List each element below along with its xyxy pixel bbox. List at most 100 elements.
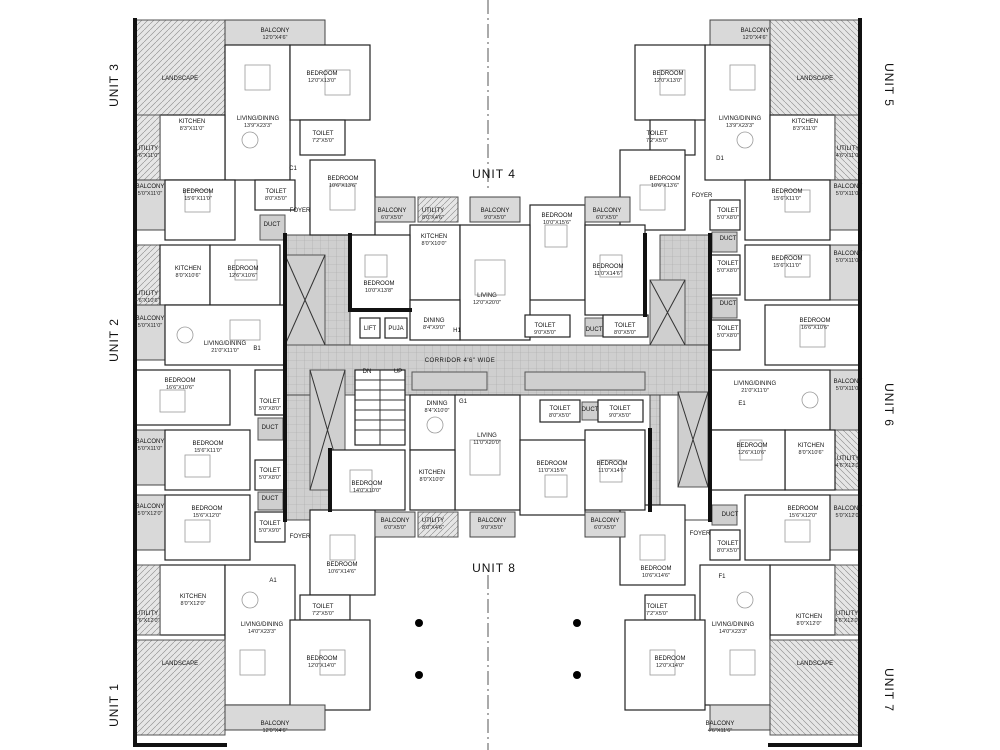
room-dimension: 5'0"X8'0" (259, 406, 281, 412)
room-name: BALCONY (136, 439, 165, 445)
room-name: UTILITY (836, 611, 858, 617)
unit-label: UNIT 5 (882, 63, 896, 107)
room-dimension: 4'6"X10'6" (135, 298, 160, 304)
room-name: BEDROOM (191, 506, 222, 512)
room-name: LIVING (477, 433, 497, 439)
room-name: BALCONY (378, 208, 407, 214)
room-dimension: 15'6"X11'0" (184, 196, 212, 202)
room-name: B1 (253, 346, 261, 352)
bedroom-unit1-b (164, 494, 251, 561)
room-name: LANDSCAPE (162, 76, 198, 82)
room-dimension: 11'0"X14'6" (598, 468, 626, 474)
room-name: F1 (718, 574, 726, 580)
room-dimension: 8'4"X9'0" (423, 325, 445, 331)
room-name: UTILITY (837, 146, 859, 152)
toilet-unit1-b (254, 511, 286, 543)
corridor-label: CORRIDOR 4'6" WIDE (425, 358, 496, 364)
landscape-unit3 (134, 19, 226, 116)
room-name: E1 (738, 401, 746, 407)
room-name: KITCHEN (792, 119, 818, 125)
room-dimension: 8'3"X11'0" (793, 126, 818, 132)
room-name: BEDROOM (227, 266, 258, 272)
room-dimension: 8'4"X10'0" (425, 408, 450, 414)
room-dimension: 5'0"X12'0" (836, 513, 861, 519)
room-name: BEDROOM (192, 441, 223, 447)
room-dimension: 15'6"X11'0" (773, 196, 801, 202)
room-name: LIVING (477, 293, 497, 299)
column-dot (573, 619, 581, 627)
bedroom-unit2-b (134, 369, 231, 426)
room-name: FOYER (692, 193, 713, 199)
room-name: DUCT (262, 496, 279, 502)
corridor-core: LIFT PUJA DN UP CORRIDOR 4'6" WIDE (284, 234, 711, 521)
room-name: TOILET (718, 541, 739, 547)
corridor-band-left (411, 371, 488, 391)
center-units (329, 196, 649, 538)
room-name: BEDROOM (306, 656, 337, 662)
room-name: UTILITY (136, 611, 158, 617)
room-name: LANDSCAPE (797, 661, 833, 667)
room-name: D1 (716, 156, 724, 162)
bedroom-unit1-c (309, 509, 376, 596)
room-dimension: 8'3"X11'0" (180, 126, 205, 132)
utility-unit1 (134, 564, 161, 636)
room-dimension: 5'0"X8'0" (717, 268, 739, 274)
room-dimension: 12'6"X10'6" (738, 450, 766, 456)
room-name: BALCONY (834, 506, 863, 512)
unit-label: UNIT 4 (472, 167, 516, 181)
room-name: BALCONY (136, 316, 165, 322)
room-dimension: 9'0"X5'0" (484, 215, 506, 221)
room-name: G1 (459, 399, 468, 405)
corridor-main (284, 344, 711, 396)
room-dimension: 8'0"X10'0" (420, 477, 445, 483)
bedroom-unit1-a (164, 429, 251, 491)
room-dimension: 6'0"X5'0" (594, 525, 616, 531)
room-name: BALCONY (834, 379, 863, 385)
unit-label: UNIT 6 (882, 383, 896, 427)
room-dimension: 5'0"X8'0" (717, 333, 739, 339)
room-dimension: 5'0"X12'0" (138, 511, 163, 517)
toilet-unit1-c (299, 594, 351, 621)
room-name: LANDSCAPE (797, 76, 833, 82)
room-name: BALCONY (478, 518, 507, 524)
toilet-unit3-a (299, 119, 346, 156)
room-name: BEDROOM (649, 176, 680, 182)
living-unit2 (164, 304, 286, 366)
room-name: BEDROOM (787, 506, 818, 512)
room-dimension: 12'0"X13'0" (308, 78, 336, 84)
room-dimension: 14'0"X23'3" (719, 629, 747, 635)
balcony-unit3-side (134, 179, 166, 231)
room-dimension: 14'0"X23'3" (248, 629, 276, 635)
room-name: BEDROOM (182, 189, 213, 195)
room-dimension: 13'9"X23'3" (244, 123, 272, 129)
room-name: FOYER (290, 208, 311, 214)
balcony-unit1-bottom (224, 704, 326, 731)
living-unit1 (224, 564, 296, 706)
room-name: DUCT (720, 236, 737, 242)
room-dimension: 12'0"X4'6" (263, 728, 288, 734)
walls (133, 18, 862, 747)
room-name: KITCHEN (175, 266, 201, 272)
room-name: UTILITY (136, 146, 158, 152)
room-name: BEDROOM (799, 318, 830, 324)
column-markers (415, 619, 581, 679)
room-name: DINING (424, 318, 445, 324)
duct-unit3 (259, 214, 286, 241)
room-dimension: 8'0"X5'0" (614, 330, 636, 336)
bedroom-unit1-d (289, 619, 371, 711)
room-name: TOILET (266, 189, 287, 195)
room-dimension: 11'0"X14'6" (594, 271, 622, 277)
lift (359, 317, 381, 339)
room-name: KITCHEN (421, 234, 447, 240)
room-name: BALCONY (591, 518, 620, 524)
bedroom-unit3-c (309, 159, 376, 236)
balcony-unit2-top (134, 304, 166, 361)
room-name: LIVING/DINING (237, 116, 280, 122)
room-name: FOYER (290, 534, 311, 540)
room-dimension: 4'6"X11'6" (708, 728, 733, 734)
room-dimension: 8'0"X4'6" (422, 215, 444, 221)
room-name: H1 (453, 328, 461, 334)
room-name: BEDROOM (306, 71, 337, 77)
room-name: BALCONY (741, 28, 770, 34)
room-labels: BALCONY12'0"X4'6"BEDROOM12'0"X13'0"LANDS… (135, 28, 863, 734)
